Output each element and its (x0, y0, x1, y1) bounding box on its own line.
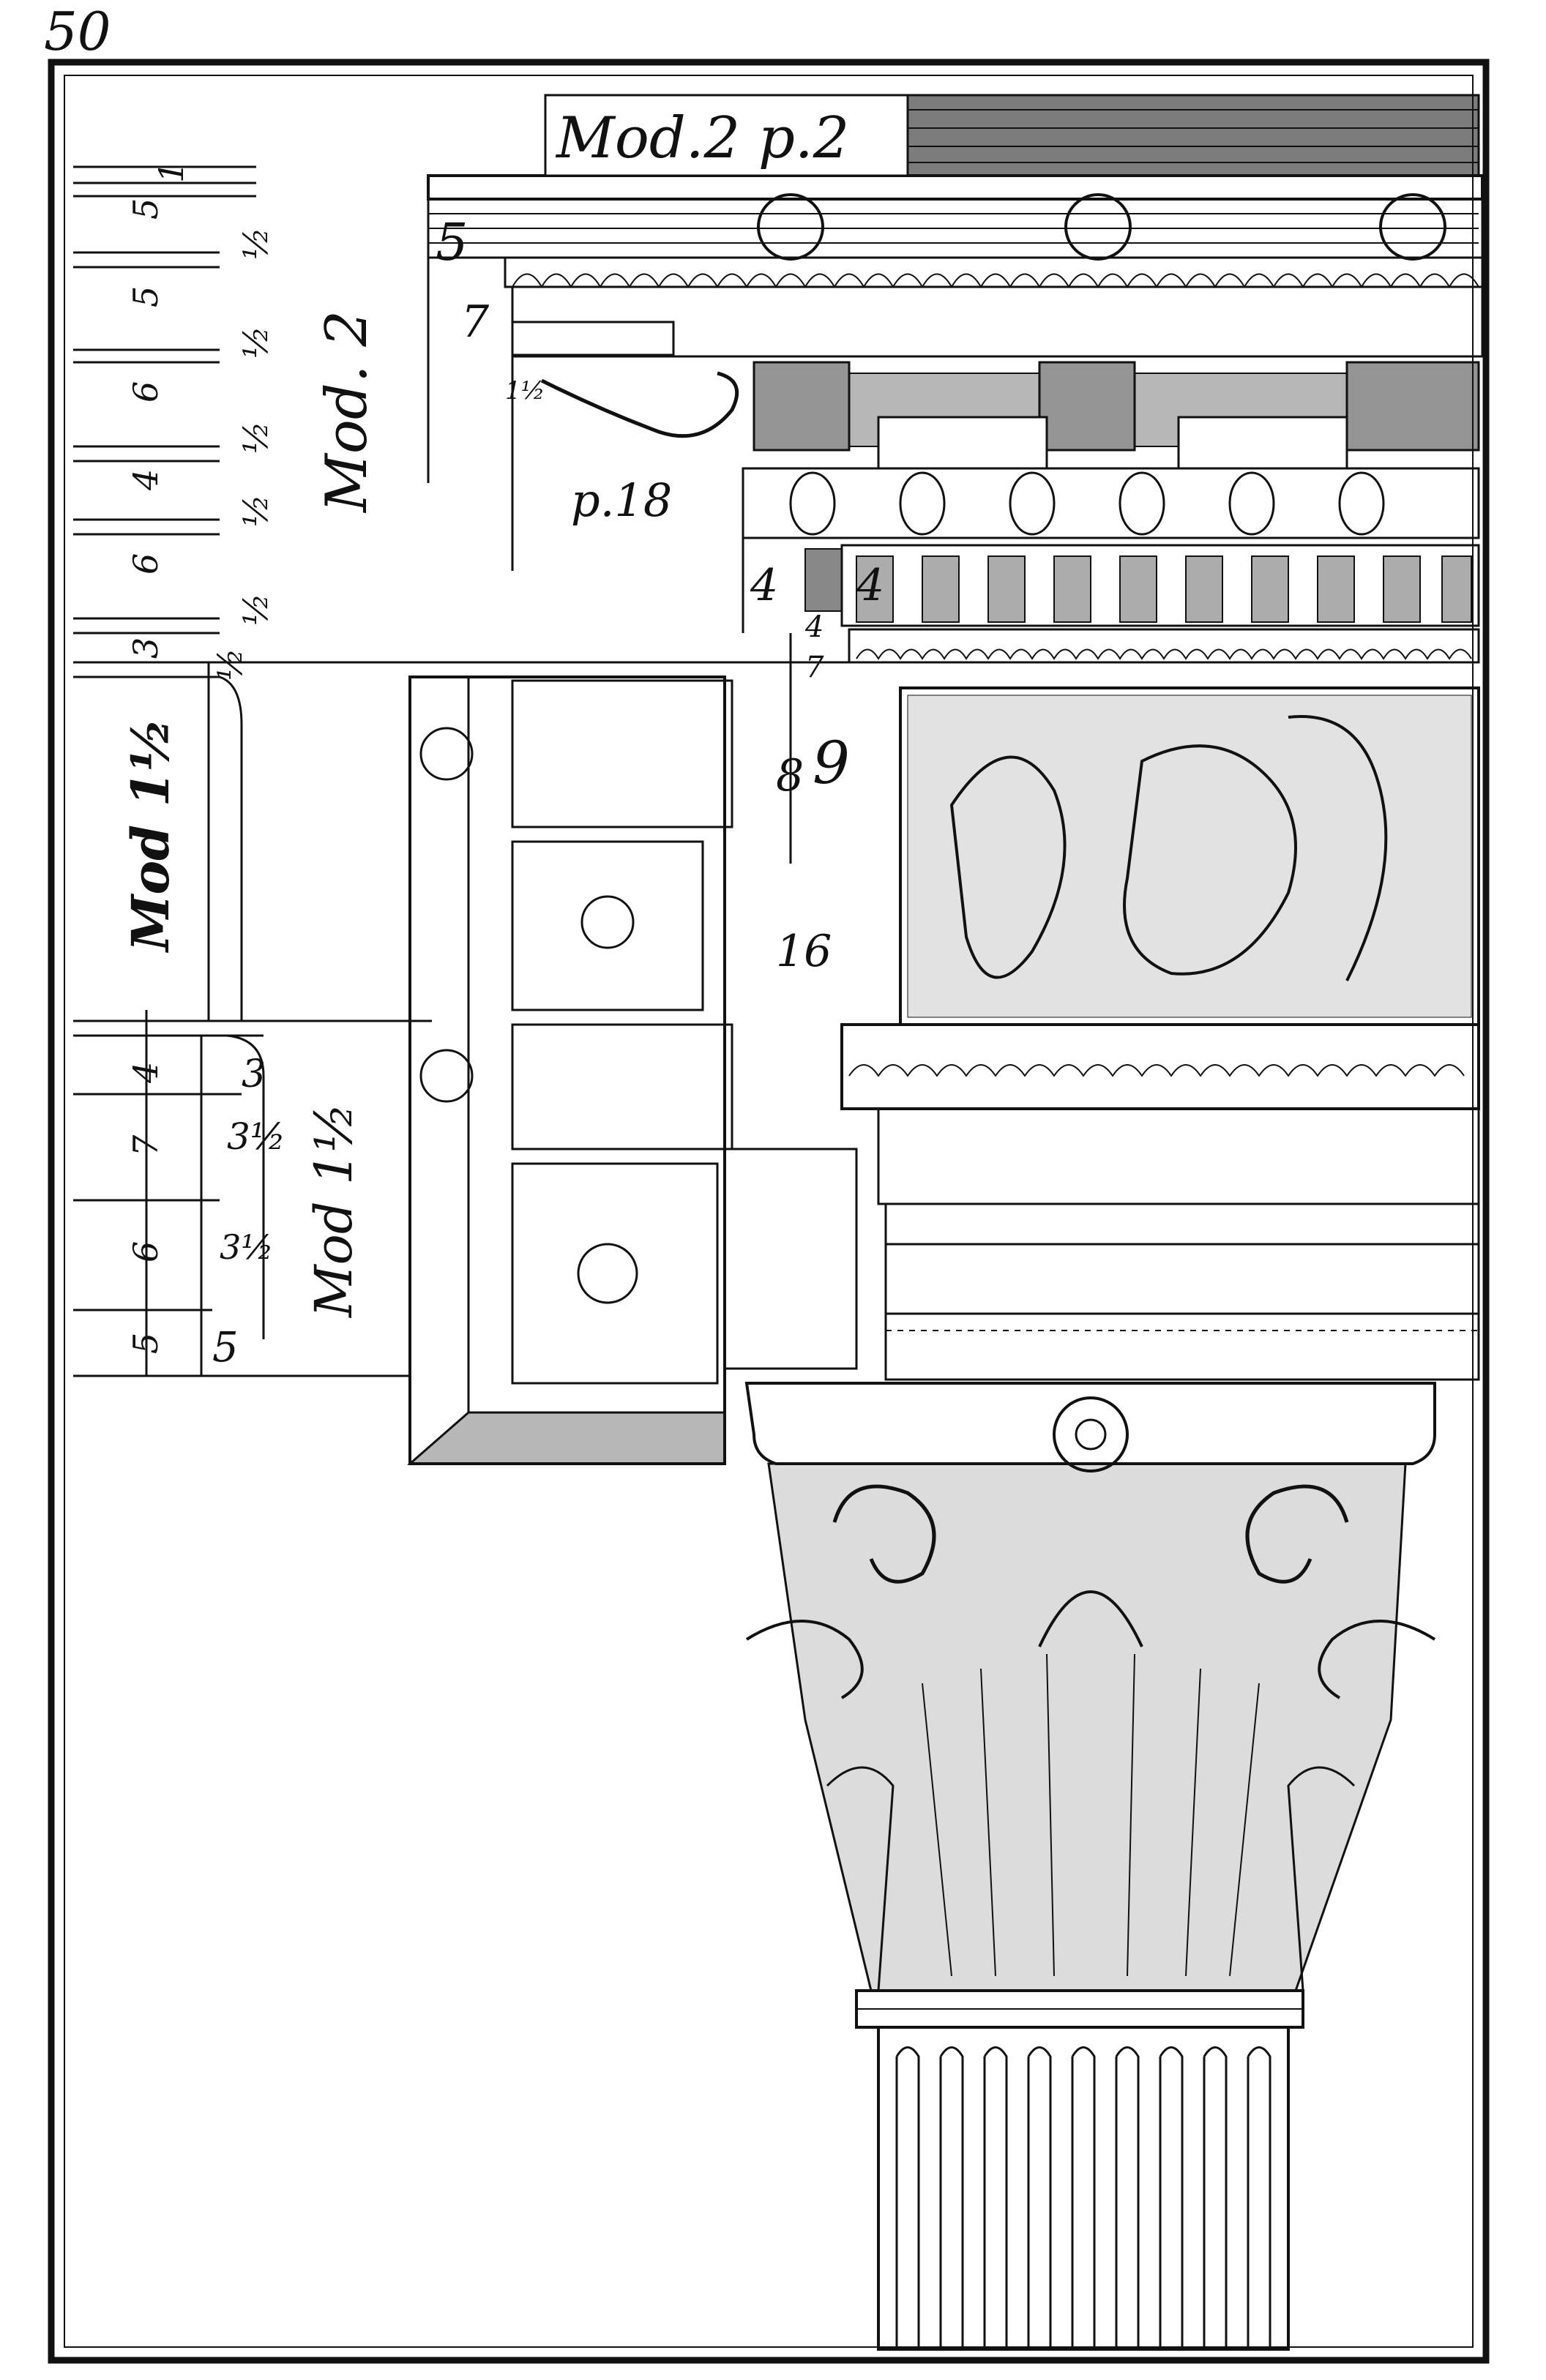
scale-number: 3 (126, 637, 165, 659)
page-number: 50 (44, 1, 111, 62)
dimension-number: 5 (212, 1324, 239, 1372)
scale-number: 7 (126, 1134, 165, 1156)
top-module-label: Mod.2 p.2 (555, 105, 849, 171)
dimension-number: 3½ (227, 1115, 285, 1158)
frieze-module-label: Mod 1½ (120, 718, 181, 953)
dimension-number: 7 (805, 651, 824, 684)
dimension-number: 4 (750, 560, 778, 611)
plate-frame-inner (64, 75, 1474, 2348)
plate-frame (48, 59, 1490, 2364)
scale-number: 6 (126, 553, 165, 575)
scale-number: 5 (126, 1333, 165, 1354)
scale-number: ½ (236, 494, 275, 527)
top-module-box (544, 94, 909, 177)
scale-number: 4 (126, 1062, 165, 1084)
parts-note-label: p.18 (571, 474, 672, 527)
dimension-number: 5 (436, 212, 468, 272)
dimension-number: 9 (813, 729, 850, 797)
dimension-number: 7 (461, 296, 490, 348)
scale-number: 4 (126, 469, 165, 491)
scale-number: 5 (126, 198, 165, 220)
scale-number: 6 (126, 1241, 165, 1262)
frieze (899, 686, 1480, 1026)
scale-number: ½ (236, 227, 275, 260)
dimension-number: 16 (776, 926, 832, 977)
dimension-number: 3 (242, 1052, 266, 1096)
scale-number: ½ (236, 593, 275, 626)
scale-number: 5 (126, 286, 165, 307)
scale-number: 1 (152, 162, 191, 183)
scale-number: ½ (236, 421, 275, 454)
dimension-number: 4 (804, 610, 824, 644)
dimension-number: 1½ (505, 376, 545, 405)
dimension-number: 3½ (220, 1227, 274, 1267)
corinthian-capital (744, 1382, 1436, 2029)
cornice (427, 94, 1484, 864)
architrave-module-label: Mod 1½ (304, 1103, 364, 1319)
fluted-column-shaft (877, 2026, 1290, 2351)
left-scale-verticals (145, 662, 265, 1376)
dimension-number: 4 (856, 560, 884, 611)
cornice-module-label: Mod. 2 (314, 310, 380, 514)
soffit-panels (407, 676, 858, 1465)
scale-number: ½ (236, 326, 275, 359)
scale-number: 6 (126, 381, 165, 403)
architrave (840, 1023, 1480, 1381)
dimension-number: 8 (776, 750, 804, 801)
scale-number: ½ (210, 648, 250, 681)
left-scale-lines (73, 165, 871, 1377)
